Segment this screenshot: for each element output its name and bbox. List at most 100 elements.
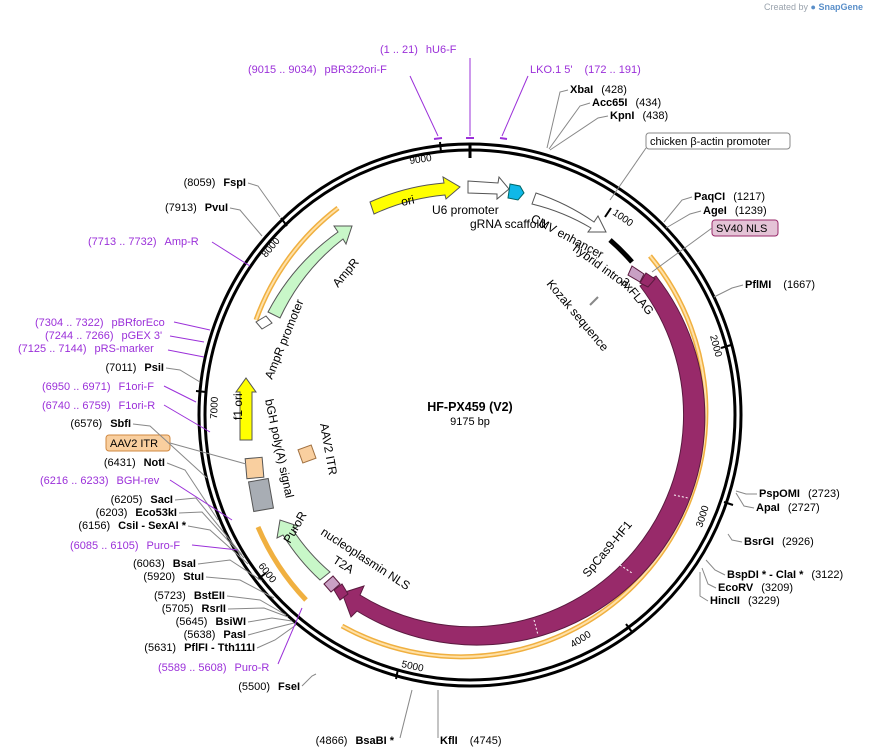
leader-pflmi — [713, 284, 744, 298]
leader-bsai — [197, 559, 263, 582]
leader-f1ori-r — [163, 404, 211, 433]
feature-label-aav2-itr-inner: AAV2 ITR — [317, 422, 340, 476]
site-eco53ki: (6203)Eco53kI — [96, 507, 177, 519]
aav2-itr-box — [244, 456, 265, 480]
puror-arrow — [276, 519, 331, 581]
tick-label-7000: 7000 — [209, 396, 221, 419]
bgh-polya-box — [247, 477, 275, 513]
plasmid-name: HF-PX459 (V2) — [427, 400, 512, 414]
leader-xbai — [546, 89, 569, 149]
cmv-enhancer-arrow — [531, 192, 607, 233]
site-pspomi: PspOMI(2723) — [759, 488, 840, 500]
credit-prefix: Created by — [763, 2, 809, 12]
leader-eco53ki — [178, 511, 245, 559]
site-rsrii: (5705)RsrII — [162, 603, 226, 615]
site-bspdi-clai: BspDI * - ClaI *(3122) — [727, 569, 843, 581]
snapgene-credit: Created by ● SnapGene — [764, 2, 863, 12]
spcas9-segment-mark-3 — [533, 619, 539, 636]
leader-paqci — [663, 196, 693, 223]
leader-lko1 — [501, 75, 529, 137]
site-fspi: (8059)FspI — [184, 177, 246, 189]
primer-pgex-3: (7244 .. 7266)pGEX 3' — [45, 330, 162, 342]
leader-apai — [735, 492, 755, 509]
puro-orf-highlight — [255, 526, 308, 602]
sv40-nls-arrow — [639, 272, 656, 288]
u6-promoter-arrow — [467, 175, 510, 201]
site-pvui: (7913)PvuI — [165, 202, 228, 214]
site-sbfi: (6576)SbfI — [70, 418, 131, 430]
site-agei: AgeI(1239) — [703, 205, 767, 217]
site-kpni: KpnI(438) — [610, 110, 668, 122]
right-sites: XbaI(428) Acc65I(434) KpnI(438) PaqCI(12… — [440, 84, 843, 747]
aav2-itr-inner-box — [297, 444, 317, 464]
site-bsai: (6063)BsaI — [133, 558, 196, 570]
plasmid-size: 9175 bp — [450, 416, 490, 428]
tick-9000 — [439, 141, 442, 153]
primer-bgh-rev: (6216 .. 6233)BGH-rev — [40, 475, 160, 487]
leader-psii — [165, 367, 201, 383]
credit-brand: SnapGene — [818, 2, 863, 12]
tick-4000 — [625, 623, 633, 633]
site-bsabi: (4866)BsaBI * — [316, 735, 395, 747]
site-kfli: KflI(4745) — [440, 735, 502, 747]
leader-bsabi — [399, 689, 413, 739]
leader-hincii — [699, 572, 709, 602]
tick-3000 — [723, 501, 734, 506]
site-bsrgi: BsrGI(2926) — [744, 536, 814, 548]
feature-label-ori: ori — [400, 192, 416, 208]
tick-5000 — [395, 668, 399, 680]
tick-label-2000: 2000 — [707, 334, 723, 359]
primer-prs-marker: (7125 .. 7144)pRS-marker — [18, 343, 154, 355]
leader-sbfi — [132, 423, 208, 479]
feature-label-f1-ori: f1 ori — [231, 393, 245, 420]
leader-f1ori-f — [163, 385, 197, 403]
boxed-label-chicken-beta-actin-frame — [645, 132, 791, 150]
ori-arrow — [369, 176, 461, 215]
leader-prs-marker — [167, 349, 205, 358]
tick-label-9000: 9000 — [409, 153, 433, 167]
nucleoplasmin-nls-arrow — [333, 583, 349, 601]
leader-stui — [205, 576, 275, 599]
boxed-label-chicken-beta-actin: chicken β-actin promoter — [645, 132, 791, 150]
leader-pasi — [247, 622, 295, 636]
spcas9-segment-mark-2 — [619, 564, 633, 574]
leader-bsrgi — [727, 533, 743, 543]
leader-bsteii — [226, 595, 287, 616]
kozak-mark — [589, 296, 599, 306]
feature-label-u6-promoter: U6 promoter — [432, 203, 499, 217]
site-noti: (6431)NotI — [104, 457, 165, 469]
site-pflfi-tth111i: (5631)PflFI - Tth111I — [144, 642, 255, 654]
leader-pbrforeco — [173, 321, 211, 331]
feature-label-grna-scaffold: gRNA scaffold — [470, 217, 546, 231]
left-sites: (4866)BsaBI * (5500)FseI (5631)PflFI - T… — [70, 177, 394, 747]
leader-aav2-itr — [169, 442, 247, 465]
leader-saci — [174, 497, 243, 556]
site-hincii: HincII(3229) — [710, 595, 780, 607]
tick-label-3000: 3000 — [694, 504, 711, 529]
leader-fsei — [301, 673, 317, 687]
primer-pbr322ori-f: (9015 .. 9034)pBR322ori-F — [248, 64, 387, 76]
f1-ori-arrow — [235, 377, 257, 441]
leader-bspdi — [705, 559, 726, 576]
primer-hu6-f: (1 .. 21)hU6-F — [380, 44, 457, 56]
primer-mark-pbr322ori-f — [433, 137, 443, 140]
tick-8000 — [280, 217, 288, 227]
boxed-label-aav2-itr: AAV2 ITR — [105, 434, 171, 452]
tick-1000 — [604, 207, 612, 218]
tick-7000 — [195, 390, 207, 393]
site-xbai: XbaI(428) — [570, 84, 627, 96]
primer-f1ori-f: (6950 .. 6971)F1ori-F — [42, 381, 154, 393]
site-paqci: PaqCI(1217) — [694, 191, 765, 203]
primer-amp-r: (7713 .. 7732)Amp-R — [88, 236, 199, 248]
primer-puro-r: (5589 .. 5608)Puro-R — [158, 662, 269, 674]
leader-rsrii — [227, 607, 289, 618]
leader-puro-f — [191, 544, 239, 551]
boxed-label-sv40-nls-text: SV40 NLS — [716, 223, 767, 235]
site-bsiwi: (5645)BsiWI — [176, 616, 246, 628]
tick-label-1000: 1000 — [610, 207, 635, 229]
primer-pbrforeco: (7304 .. 7322)pBRforEco — [35, 317, 165, 329]
site-fsei: (5500)FseI — [238, 681, 300, 693]
site-pflmi: PflMI(1667) — [745, 279, 815, 291]
3xflag-arrow — [627, 265, 645, 283]
